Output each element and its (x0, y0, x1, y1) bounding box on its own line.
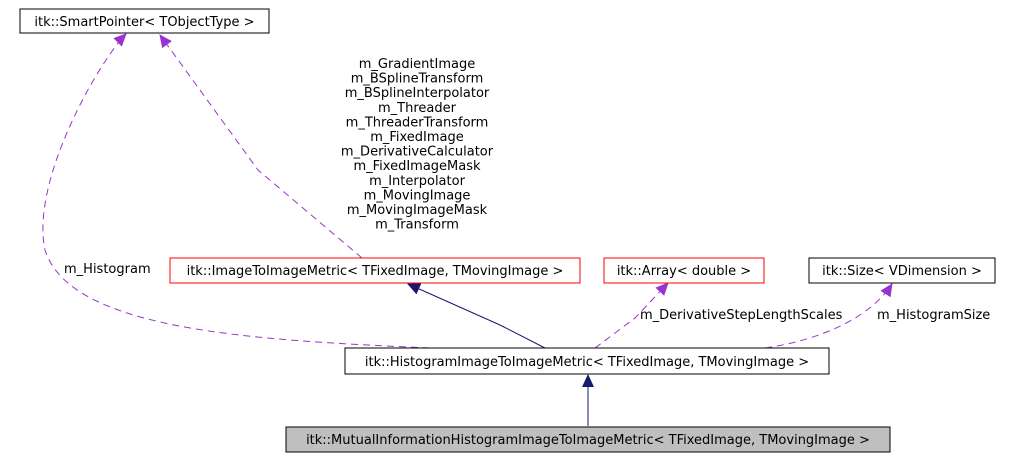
node-smartpointer[interactable]: itk::SmartPointer< TObjectType > (19, 8, 270, 34)
node-smartpointer-label: itk::SmartPointer< TObjectType > (34, 15, 254, 30)
label-member: m_BSplineInterpolator (345, 86, 490, 101)
edge-derivative-step (594, 282, 669, 349)
node-histogram-metric[interactable]: itk::HistogramImageToImageMetric< TFixed… (344, 347, 830, 375)
label-member: m_BSplineTransform (351, 72, 483, 87)
edge-smartpointer-members (159, 34, 363, 259)
label-histogram-size: m_HistogramSize (877, 308, 990, 323)
label-member: m_FixedImage (370, 130, 464, 145)
label-member: m_FixedImageMask (353, 159, 481, 174)
label-member: m_MovingImageMask (347, 203, 488, 218)
label-m-histogram: m_Histogram (64, 262, 151, 277)
node-mutual-info-metric[interactable]: itk::MutualInformationHistogramImageToIm… (285, 426, 891, 453)
node-size-vdimension-label: itk::Size< VDimension > (822, 264, 982, 279)
label-member: m_MovingImage (364, 188, 471, 203)
edge-m-histogram (42, 33, 431, 349)
edge-inherit-image-to-image (407, 283, 546, 349)
label-member: m_ThreaderTransform (346, 115, 489, 130)
node-mutual-info-metric-label: itk::MutualInformationHistogramImageToIm… (306, 433, 870, 448)
node-image-to-image-metric-label: itk::ImageToImageMetric< TFixedImage, TM… (187, 264, 564, 279)
node-histogram-metric-label: itk::HistogramImageToImageMetric< TFixed… (365, 355, 809, 370)
node-array-double[interactable]: itk::Array< double > (603, 257, 765, 284)
label-member: m_Threader (378, 101, 457, 116)
label-member: m_GradientImage (359, 57, 475, 72)
node-size-vdimension[interactable]: itk::Size< VDimension > (808, 257, 996, 284)
label-smartpointer-members: m_GradientImagem_BSplineTransformm_BSpli… (341, 57, 494, 233)
label-member: m_Interpolator (369, 174, 466, 189)
label-member: m_DerivativeCalculator (341, 145, 494, 160)
label-derivative-step: m_DerivativeStepLengthScales (640, 308, 843, 323)
node-array-double-label: itk::Array< double > (617, 264, 751, 279)
label-member: m_Transform (375, 218, 459, 233)
node-image-to-image-metric[interactable]: itk::ImageToImageMetric< TFixedImage, TM… (169, 257, 581, 284)
